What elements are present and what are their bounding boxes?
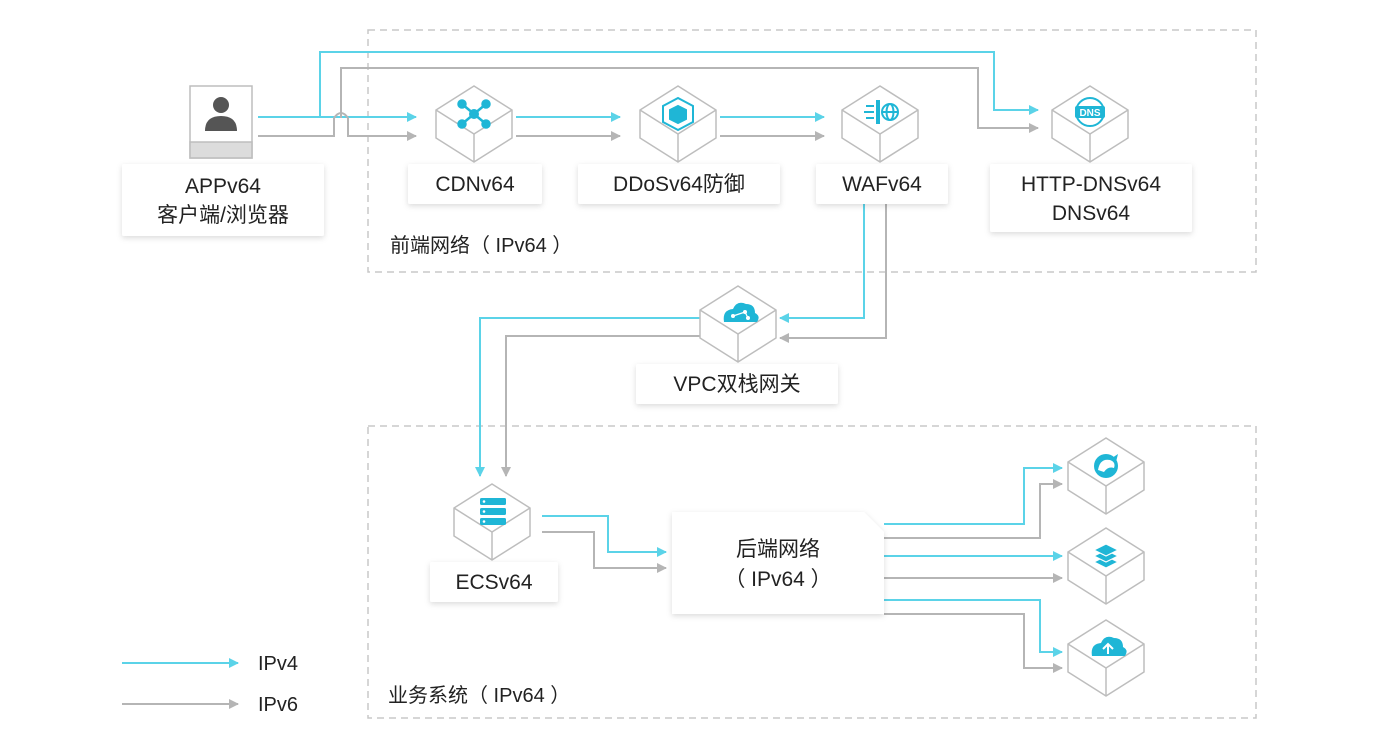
vpc-gateway-node: VPC双栈网关	[636, 285, 838, 404]
cloud-network-icon	[723, 302, 759, 322]
server-icon	[480, 498, 506, 525]
business-zone	[367, 425, 1257, 719]
database-dolphin-icon	[1094, 454, 1118, 478]
db-node-2	[1067, 527, 1145, 605]
backend-subtitle: （ IPv64 ）	[724, 568, 831, 591]
app-client-subtitle: 客户端/浏览器	[157, 204, 289, 227]
waf-node: WAFv64	[816, 85, 948, 204]
backend-network-node: 后端网络 （ IPv64 ）	[672, 512, 884, 614]
backend-title: 后端网络	[736, 538, 820, 561]
vpc-gateway-label: VPC双栈网关	[673, 373, 800, 396]
shield-cube-icon	[662, 96, 694, 132]
cloud-upload-icon	[1091, 636, 1127, 656]
svg-text:DNS: DNS	[1079, 108, 1100, 119]
frontend-zone	[367, 29, 1257, 273]
ipv4-links	[258, 51, 1063, 657]
httpdns-node: DNS HTTP-DNSv64 DNSv64	[990, 85, 1192, 232]
cdn-network-icon	[457, 99, 491, 129]
db-node-3	[1067, 619, 1145, 697]
httpdns-subtitle: DNSv64	[1052, 202, 1131, 225]
redis-stack-icon	[1092, 543, 1120, 569]
legend-ipv4-label: IPv4	[258, 653, 298, 675]
ecs-node: ECSv64	[430, 483, 558, 602]
cdn-label: CDNv64	[435, 173, 515, 196]
legend: IPv4 IPv6	[122, 653, 298, 716]
user-icon	[205, 97, 237, 131]
business-zone-label: 业务系统（ IPv64 ）	[388, 684, 570, 707]
ddos-label: DDoSv64防御	[613, 173, 745, 196]
app-client-title: APPv64	[185, 175, 261, 198]
ddos-node: DDoSv64防御	[578, 85, 780, 204]
cdn-node: CDNv64	[408, 85, 542, 204]
frontend-zone-label: 前端网络（ IPv64 ）	[390, 234, 572, 257]
firewall-globe-icon	[864, 100, 899, 124]
ipv6-links	[258, 67, 1063, 673]
httpdns-title: HTTP-DNSv64	[1021, 173, 1161, 196]
waf-label: WAFv64	[842, 173, 922, 196]
dns-globe-icon: DNS	[1075, 97, 1105, 127]
ecs-label: ECSv64	[455, 571, 532, 594]
legend-ipv6-label: IPv6	[258, 694, 298, 716]
app-client-node: APPv64 客户端/浏览器	[122, 85, 324, 236]
db-node-1	[1067, 437, 1145, 515]
